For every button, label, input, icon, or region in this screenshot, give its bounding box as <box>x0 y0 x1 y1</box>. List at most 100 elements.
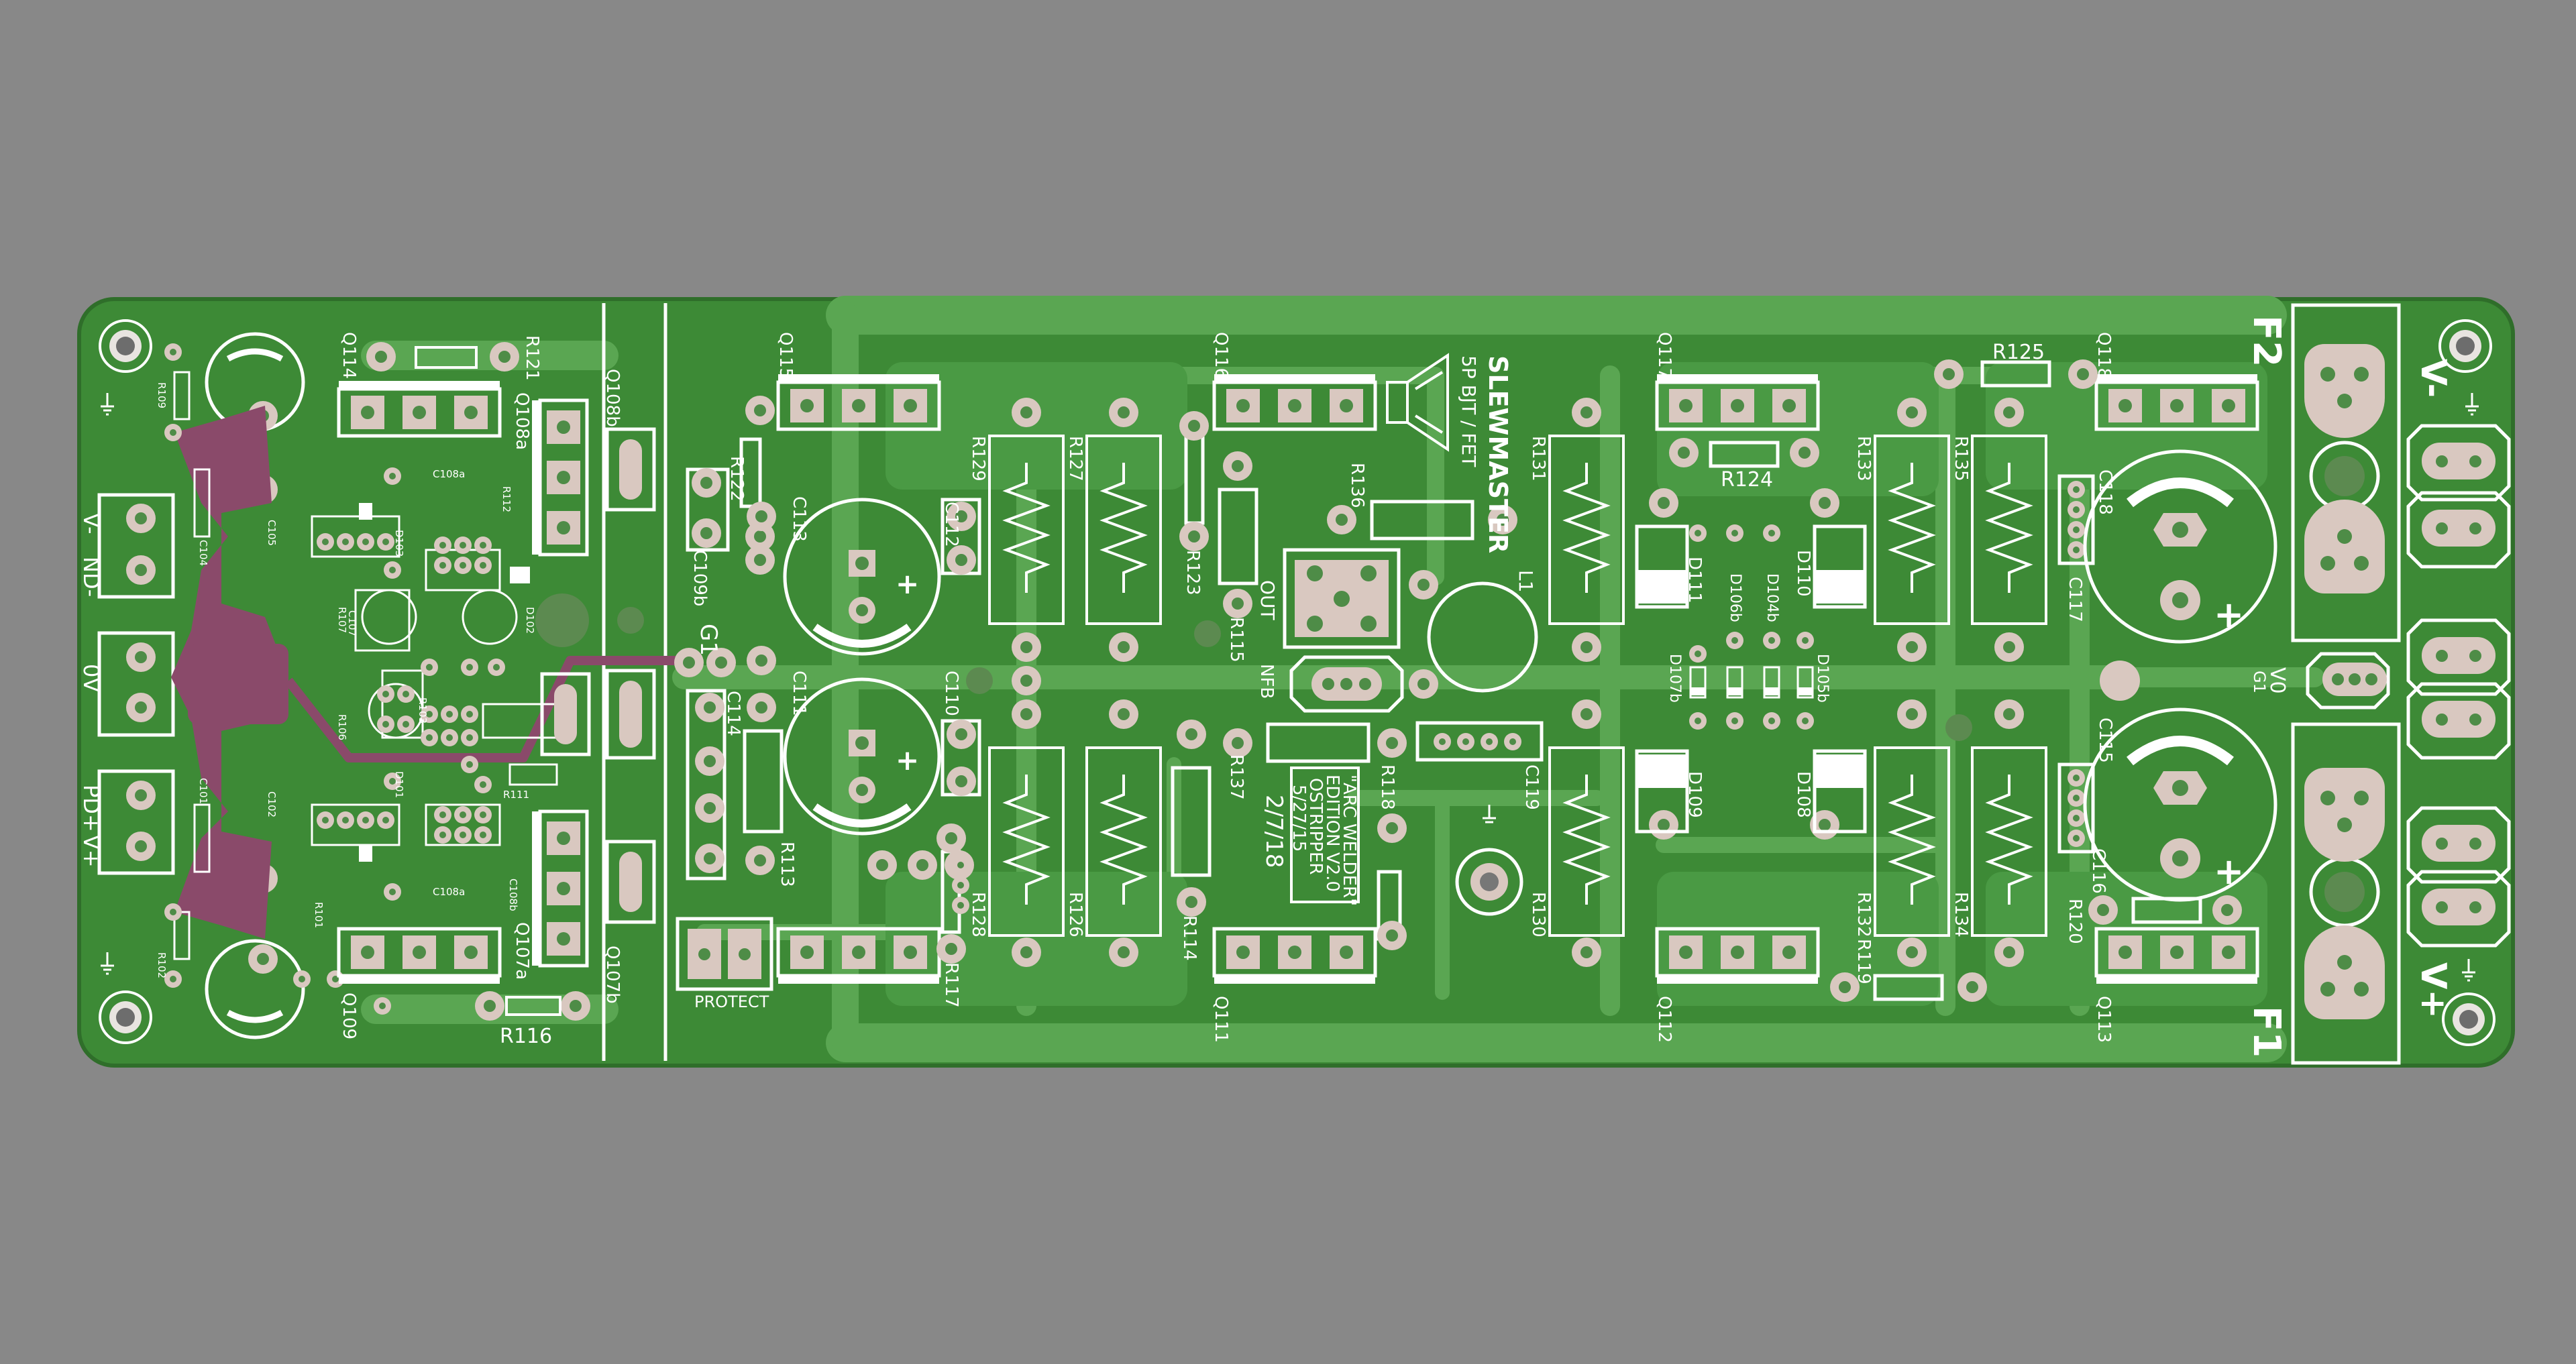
resistor-body <box>415 346 478 369</box>
ref-d103: D103 <box>393 530 405 557</box>
right-terminals <box>2291 303 2511 1065</box>
ref-r111: R111 <box>503 789 529 801</box>
ref-d109: D109 <box>1684 771 1705 818</box>
ref-r114: R114 <box>1179 915 1199 961</box>
ref-q107b: Q107b <box>602 946 623 1004</box>
pad <box>366 342 396 372</box>
pour-block <box>1986 362 2267 490</box>
ground-symbol <box>101 393 2479 982</box>
ref-c108b: C108b <box>507 878 519 911</box>
edition-line-3: OSTRIPPER <box>1305 778 1326 874</box>
label-l1: L1 <box>1515 570 1537 592</box>
label-v-minus-left: V- <box>78 513 104 534</box>
terminal-block <box>97 493 175 875</box>
ref-q107a: Q107a <box>512 922 532 980</box>
ref-d111: D111 <box>1684 557 1705 604</box>
smd-pad <box>510 567 530 583</box>
ref-r107: R107 <box>336 607 348 633</box>
ref-c113: C113 <box>789 496 809 542</box>
ref-r116: R116 <box>500 1025 552 1048</box>
ref-d101: D101 <box>393 771 405 798</box>
ref-d106b: D106b <box>1727 573 1743 622</box>
label-f1: F1 <box>2245 1006 2288 1058</box>
label-pd-left: PD+ <box>78 785 104 832</box>
label-nd-left: ND- <box>78 557 104 597</box>
resistor-body <box>505 996 561 1016</box>
ref-q112: Q112 <box>1654 996 1674 1043</box>
edition-line-2: EDITION V2.0 <box>1322 775 1342 892</box>
ref-r101: R101 <box>313 902 325 928</box>
ref-r112: R112 <box>500 486 513 512</box>
ref-q115: Q115 <box>775 332 796 379</box>
ref-c119: C119 <box>1521 764 1542 810</box>
bottom-copper <box>171 406 288 939</box>
ref-r103: R103 <box>417 697 429 724</box>
ref-c101: C101 <box>197 778 209 804</box>
ref-d108: D108 <box>1793 771 1813 818</box>
ref-d107b: D107b <box>1666 654 1683 703</box>
ref-r132: R132 <box>1854 892 1874 937</box>
silkscreen-labels: SLEWMASTER 5P BJT / FET "ARC WELDER" EDI… <box>78 315 2453 1058</box>
ref-c110: C110 <box>941 671 961 716</box>
label-v0-right: V0 <box>2265 667 2289 694</box>
ref-c107: C107 <box>346 610 358 636</box>
ref-c118: C118 <box>2095 469 2115 515</box>
edition-line-1: "ARC WELDER" <box>1339 775 1359 906</box>
ref-c114: C114 <box>723 691 743 736</box>
pour-block <box>885 362 1187 490</box>
ref-r113: R113 <box>777 842 797 887</box>
ref-q108a: Q108a <box>512 392 532 450</box>
ref-r125: R125 <box>1992 341 2045 364</box>
ref-c117: C117 <box>2065 577 2085 622</box>
label-g1-mid: G1 <box>695 624 722 656</box>
ref-c105: C105 <box>266 520 278 546</box>
ref-r121: R121 <box>522 335 542 381</box>
component-body <box>617 607 644 634</box>
ref-r136: R136 <box>1347 463 1367 508</box>
ref-q114: Q114 <box>339 332 359 379</box>
component-body <box>1194 620 1221 647</box>
ref-c115: C115 <box>2095 718 2115 763</box>
ref-d110: D110 <box>1793 550 1813 597</box>
ref-r128: R128 <box>968 892 988 937</box>
label-v-minus-right: V- <box>2413 359 2453 398</box>
ref-r133: R133 <box>1854 436 1874 481</box>
ref-r122: R122 <box>727 456 747 502</box>
board-title: SLEWMASTER <box>1483 355 1513 553</box>
component-body <box>966 667 993 694</box>
ref-d104b: D104b <box>1764 573 1780 622</box>
pour-block <box>885 872 1187 1006</box>
ref-c108a-top: C108a <box>433 468 465 480</box>
component-body <box>535 593 589 647</box>
ref-c116: C116 <box>2088 848 2108 894</box>
ref-r124: R124 <box>1721 468 1773 492</box>
inductor-l1 <box>1409 570 1538 699</box>
ref-r102: R102 <box>156 952 168 978</box>
component-body <box>2324 456 2365 496</box>
component-body <box>2100 661 2140 701</box>
label-f2: F2 <box>2245 315 2288 367</box>
edition-line-5: 2/7/18 <box>1260 795 1287 868</box>
ref-c112: C112 <box>941 502 961 547</box>
label-out: OUT <box>1256 580 1279 621</box>
protect-connector <box>676 917 773 991</box>
ref-q108b: Q108b <box>602 369 623 427</box>
ref-r135: R135 <box>1951 436 1971 481</box>
svg-text:+: + <box>2214 850 2244 893</box>
ref-q116: Q116 <box>1211 332 1231 379</box>
ref-d102: D102 <box>524 607 536 634</box>
to220-transistors <box>337 374 2259 984</box>
ref-r134: R134 <box>1951 892 1971 937</box>
label-protect: PROTECT <box>694 992 769 1011</box>
speaker-icon <box>1386 353 1449 452</box>
component-body <box>1945 714 1972 741</box>
nfb-connector <box>1289 655 1404 713</box>
pad <box>248 944 278 974</box>
power-resistors <box>988 435 2047 937</box>
svg-text:+: + <box>896 744 919 777</box>
ref-r117: R117 <box>941 962 961 1008</box>
ref-c104: C104 <box>197 540 209 566</box>
svg-text:+: + <box>896 567 919 600</box>
ref-r130: R130 <box>1528 892 1548 937</box>
